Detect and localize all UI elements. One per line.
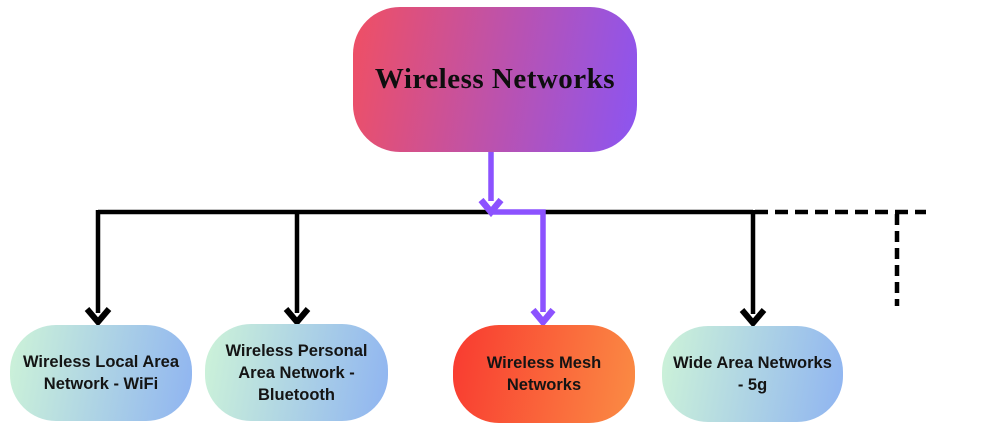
node-wireless-mesh-label-line1: Wireless Mesh xyxy=(486,354,602,372)
arrow-to-wmesh xyxy=(491,209,556,328)
node-wpan-bluetooth-label-line3: Bluetooth xyxy=(258,385,335,404)
node-wireless-mesh-label-line2: Networks xyxy=(506,376,582,394)
node-wan-5g: Wide Area Networks - 5g xyxy=(662,326,843,422)
node-wpan-bluetooth: Wireless Personal Area Network - Bluetoo… xyxy=(205,324,388,421)
node-wireless-networks-label: Wireless Networks xyxy=(374,63,616,95)
node-wlan-wifi: Wireless Local Area Network - WiFi xyxy=(10,325,192,421)
arrow-to-wlan xyxy=(84,210,112,327)
node-wlan-wifi-label-line2: Network - WiFi xyxy=(43,375,159,393)
node-wireless-networks: Wireless Networks xyxy=(353,7,637,152)
node-wlan-wifi-label-line1: Wireless Local Area xyxy=(22,353,180,371)
arrow-to-wan xyxy=(739,210,767,328)
arrow-to-wpan xyxy=(283,210,311,327)
arrow-root-to-bus xyxy=(478,152,504,218)
node-wpan-bluetooth-label-line1: Wireless Personal xyxy=(225,341,368,360)
node-wpan-bluetooth-label-line2: Area Network - xyxy=(238,363,355,382)
node-wan-5g-label-line2: - 5g xyxy=(737,376,768,394)
node-wireless-mesh: Wireless Mesh Networks xyxy=(453,325,635,423)
node-wan-5g-label-line1: Wide Area Networks xyxy=(673,354,832,372)
